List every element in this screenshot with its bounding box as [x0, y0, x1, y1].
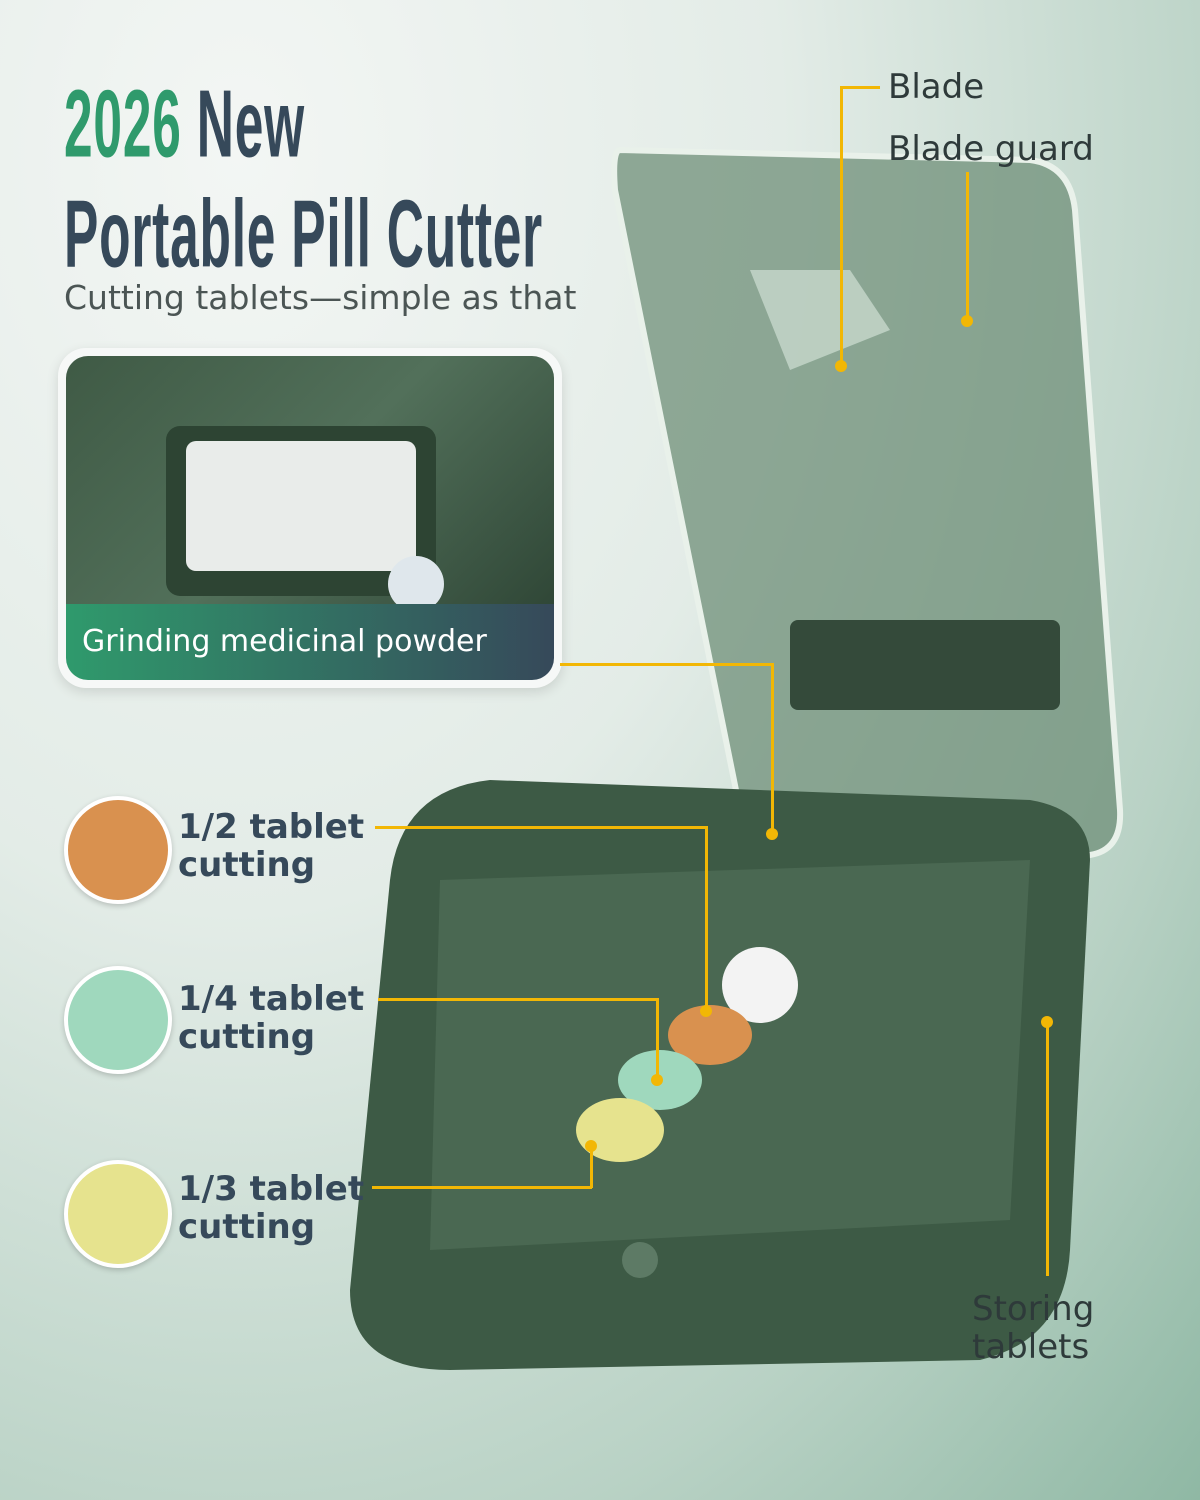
- headline-new: New: [196, 69, 305, 177]
- grinding-inset: Grinding medicinal powder: [58, 348, 562, 688]
- half-tablet-icon: [64, 796, 172, 904]
- grinding-label: Grinding medicinal powder: [66, 604, 554, 680]
- subtitle: Cutting tablets—simple as that: [64, 278, 577, 317]
- callout-blade: Blade: [888, 67, 985, 107]
- white-pill: [722, 947, 798, 1023]
- half-pill: [668, 1005, 752, 1065]
- grinder-illustration: [166, 426, 444, 612]
- headline-line-2: Portable Pill Cutter: [64, 179, 544, 287]
- callout-blade-guard: Blade guard: [888, 129, 1094, 169]
- quarter-tablet-icon: [64, 966, 172, 1074]
- grinder-plate: [790, 620, 1060, 710]
- transparent-lid: [611, 146, 1124, 859]
- grinding-photo: [66, 356, 554, 612]
- blade: [750, 270, 890, 370]
- pill-cutter-product: [350, 146, 1124, 1370]
- third-pill: [576, 1098, 664, 1162]
- headline-line-1: 2026 New: [64, 68, 305, 178]
- third-tablet-icon: [64, 1160, 172, 1268]
- headline-year: 2026: [64, 69, 182, 177]
